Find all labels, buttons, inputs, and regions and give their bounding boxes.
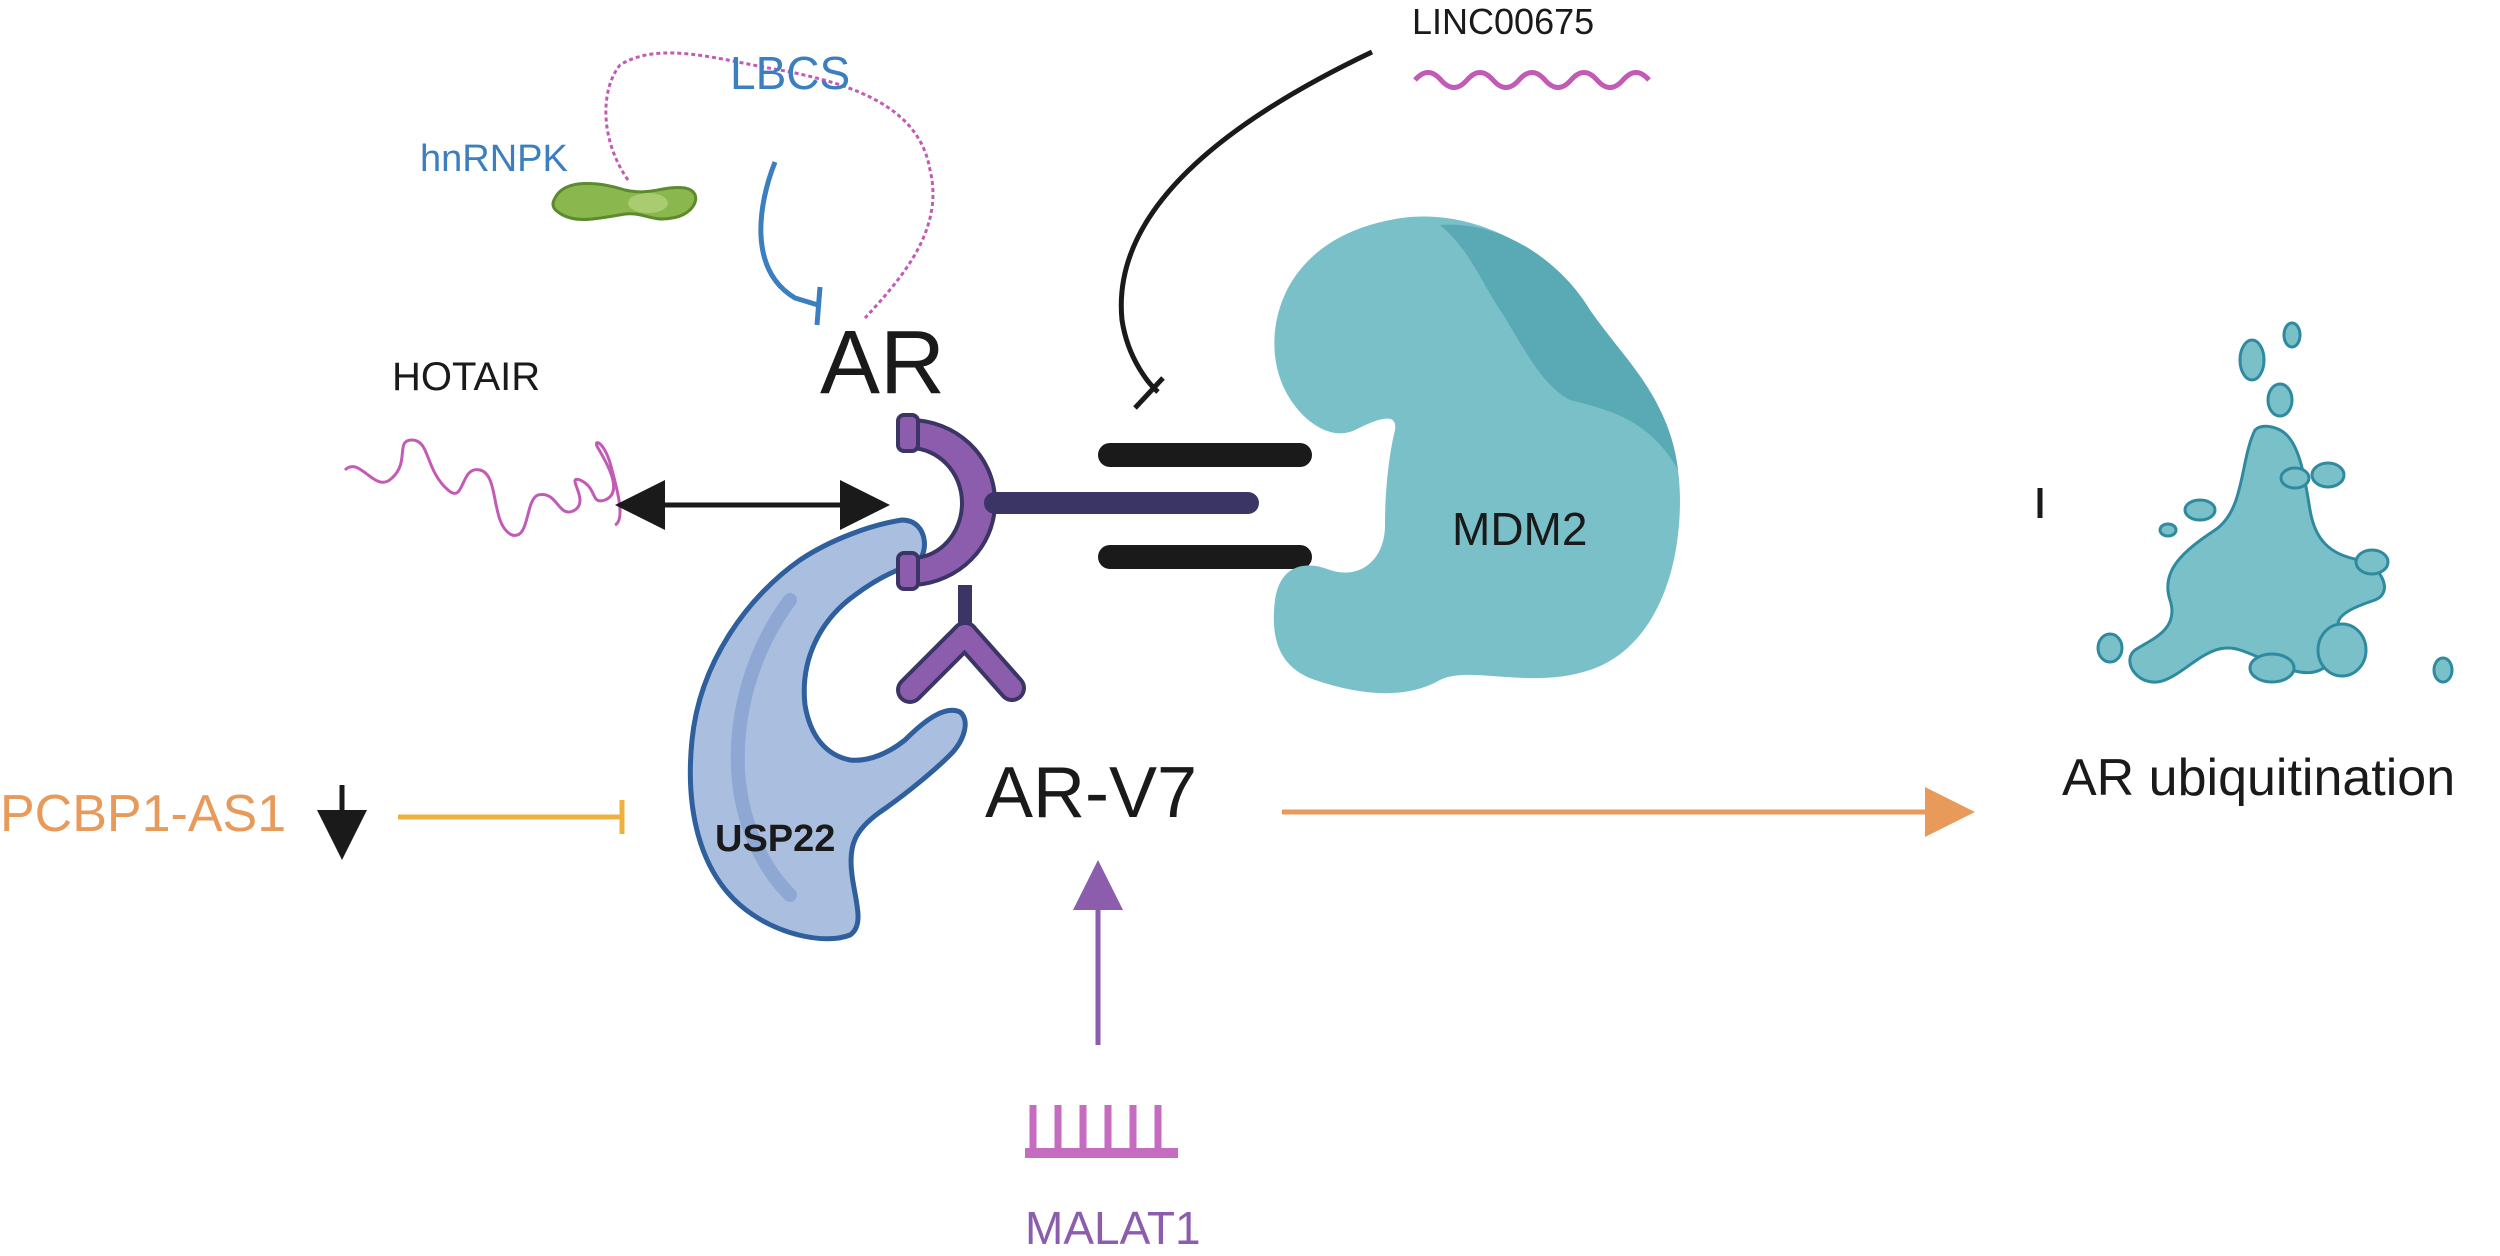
linc00675-label: LINC00675 [1412,1,1595,42]
lbcs-inhibition-line [758,161,819,308]
malat1-comb-icon [1025,1105,1178,1158]
mdm2-protein-icon [1273,216,1680,694]
usp22-protein-icon [687,517,968,942]
linc00675-inhibition-bar [1133,376,1165,410]
linc00675-rna-icon [1413,70,1651,90]
usp22-label: USP22 [715,818,836,860]
malat1-label: MALAT1 [1025,1202,1201,1254]
ar-receptor-icon [896,413,998,591]
lbcs-inhibition-bar [814,286,823,326]
ar-v7-receptor-icon [896,585,1026,704]
pcbp1-as1-label: PCBP1-AS1 [0,785,287,843]
hotair-rna-icon [343,438,622,537]
ar-label: AR [820,313,946,413]
linc00675-inhibition-line [1118,49,1374,394]
mdm2-label: MDM2 [1452,503,1588,555]
ubiquitin-splash-icon [2096,321,2454,684]
hotair-label: HOTAIR [392,355,541,399]
ar-v7-label: AR-V7 [985,753,1198,833]
usp22-shading [730,593,797,902]
lbcs-label: LBCS [730,47,851,99]
hnrnpk-protein-icon [551,182,698,221]
ar-ubiquitination-label: AR ubiquitination [2062,749,2456,807]
hnrnpk-label: hnRNPK [420,138,568,180]
lbcs-rna-strand [604,51,935,320]
